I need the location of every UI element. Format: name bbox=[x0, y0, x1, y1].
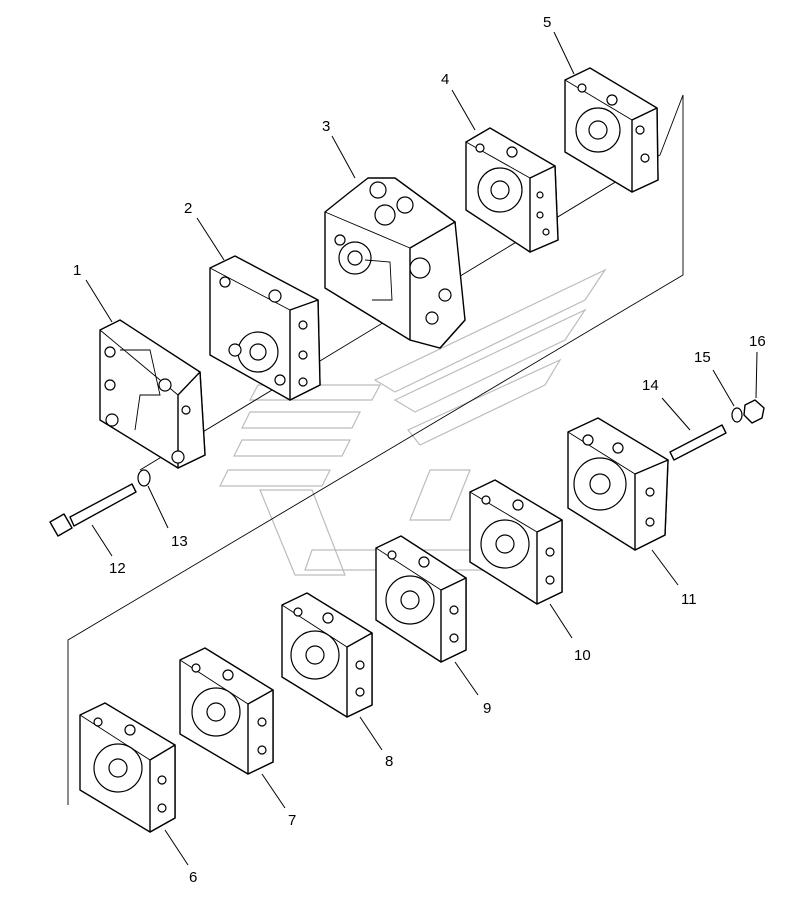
callout-9: 9 bbox=[483, 700, 491, 717]
part-8-valve-section bbox=[281, 592, 373, 718]
callout-10: 10 bbox=[574, 647, 591, 664]
callout-12: 12 bbox=[109, 560, 126, 577]
part-2-inlet-section bbox=[209, 255, 321, 401]
callout-leaders bbox=[85, 31, 758, 866]
callout-labels: 1 2 3 4 5 6 7 8 9 10 11 12 13 14 15 16 bbox=[73, 14, 766, 886]
callout-5: 5 bbox=[543, 14, 551, 31]
part-15-washer bbox=[731, 407, 743, 423]
part-6-valve-section bbox=[79, 702, 176, 833]
part-3-valve-body bbox=[324, 177, 466, 349]
callout-6: 6 bbox=[189, 869, 197, 886]
part-7-valve-section bbox=[179, 647, 274, 775]
callout-4: 4 bbox=[441, 71, 449, 88]
part-12-tie-bolt bbox=[49, 483, 137, 537]
callout-14: 14 bbox=[642, 377, 659, 394]
part-4-valve-section bbox=[465, 127, 559, 253]
callout-3: 3 bbox=[322, 118, 330, 135]
part-9-valve-section bbox=[375, 535, 467, 663]
callout-13: 13 bbox=[171, 533, 188, 550]
part-14-stud bbox=[669, 424, 727, 461]
part-5-valve-section bbox=[564, 67, 659, 193]
callout-16: 16 bbox=[749, 333, 766, 350]
callout-8: 8 bbox=[385, 753, 393, 770]
part-10-valve-section bbox=[469, 479, 563, 605]
callout-2: 2 bbox=[184, 200, 192, 217]
assembly-center-lines bbox=[67, 94, 684, 805]
part-1-end-cover bbox=[99, 319, 206, 469]
part-11-end-section bbox=[567, 417, 669, 551]
watermark-logo bbox=[219, 268, 607, 576]
callout-11: 11 bbox=[681, 591, 697, 608]
callout-1: 1 bbox=[73, 262, 81, 279]
callout-7: 7 bbox=[288, 812, 296, 829]
part-16-nut bbox=[743, 399, 765, 424]
callout-15: 15 bbox=[694, 349, 711, 366]
part-13-washer bbox=[137, 469, 151, 487]
